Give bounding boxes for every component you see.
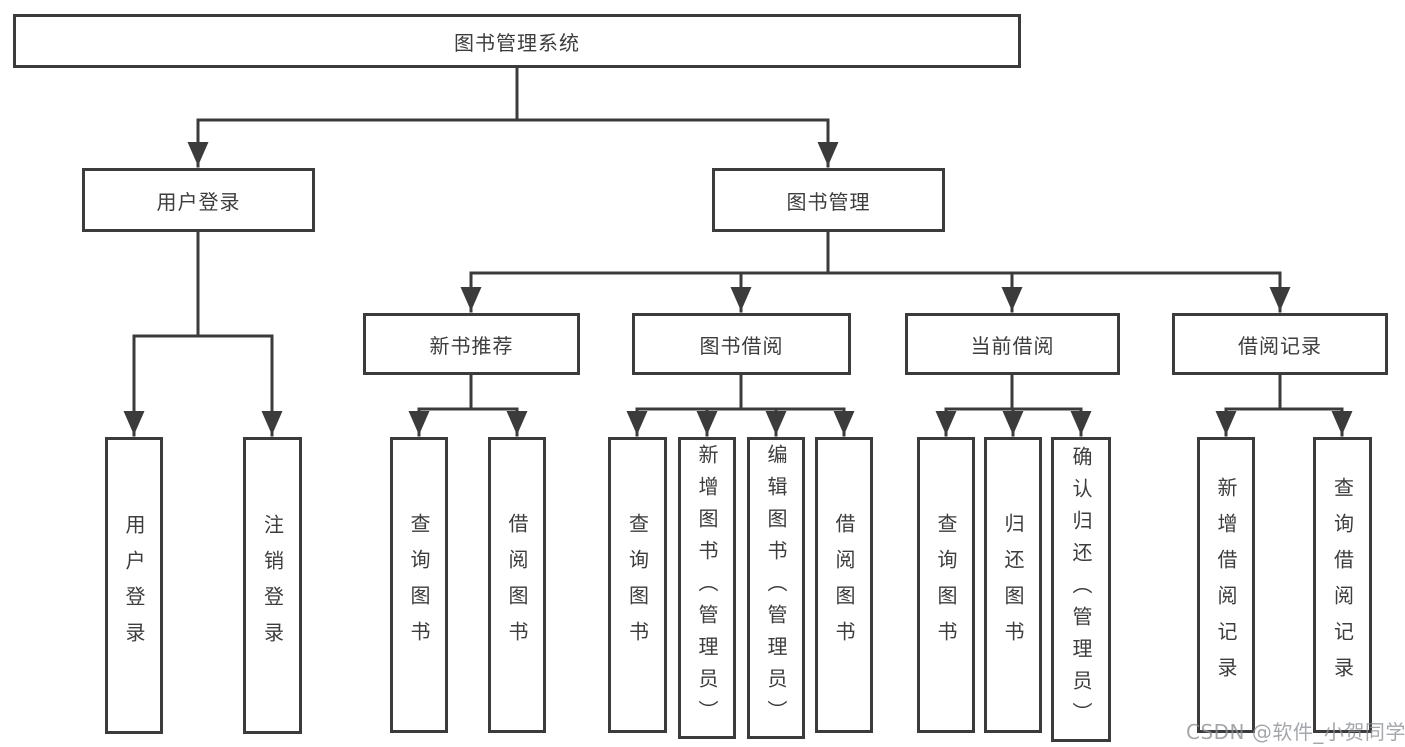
- node-label: 确认归还（管理员）: [1069, 445, 1093, 734]
- leaf-query-books-current: 查询图书: [917, 437, 975, 733]
- leaf-add-books-admin: 新增图书（管理员）: [678, 437, 736, 739]
- leaf-user-login: 用户登录: [105, 437, 163, 734]
- node-label: 注销登录: [260, 513, 285, 658]
- node-label: 新增图书（管理员）: [695, 444, 719, 732]
- leaf-borrow-books-recommend: 借阅图书: [488, 437, 546, 733]
- watermark-text: CSDN @软件_小贺同学: [1186, 720, 1405, 744]
- leaf-query-books-recommend: 查询图书: [390, 437, 448, 733]
- node-label: 归还图书: [1001, 513, 1025, 657]
- node-label: 图书管理: [786, 189, 871, 214]
- node-borrowing-records: 借阅记录: [1172, 313, 1388, 375]
- leaf-query-books-borrowing: 查询图书: [608, 437, 667, 733]
- leaf-add-borrow-record: 新增借阅记录: [1197, 437, 1255, 733]
- node-library-management-system: 图书管理系统: [13, 14, 1021, 68]
- node-label: 图书管理系统: [454, 30, 580, 55]
- node-label: 查询借阅记录: [1330, 477, 1355, 693]
- node-book-borrowing: 图书借阅: [632, 313, 851, 375]
- node-current-borrowing: 当前借阅: [905, 313, 1120, 375]
- node-label: 当前借阅: [970, 333, 1055, 358]
- leaf-edit-books-admin: 编辑图书（管理员）: [747, 437, 805, 739]
- node-label: 借阅图书: [505, 513, 529, 657]
- node-new-book-recommendation: 新书推荐: [363, 313, 580, 375]
- node-label: 用户登录: [122, 513, 146, 658]
- leaf-logout: 注销登录: [243, 437, 302, 734]
- node-label: 查询图书: [625, 513, 650, 657]
- node-label: 编辑图书（管理员）: [764, 444, 788, 732]
- leaf-borrow-books-borrowing: 借阅图书: [815, 437, 873, 733]
- leaf-return-books: 归还图书: [984, 437, 1042, 733]
- leaf-confirm-return-admin: 确认归还（管理员）: [1051, 437, 1111, 742]
- node-book-management: 图书管理: [712, 168, 945, 232]
- node-label: 用户登录: [156, 189, 241, 214]
- node-label: 借阅图书: [832, 513, 856, 657]
- node-label: 新增借阅记录: [1214, 477, 1238, 693]
- node-label: 查询图书: [407, 513, 431, 657]
- node-label: 图书借阅: [699, 333, 784, 358]
- leaf-query-borrow-record: 查询借阅记录: [1313, 437, 1372, 733]
- node-user-login: 用户登录: [82, 168, 315, 232]
- node-label: 查询图书: [934, 513, 958, 657]
- node-label: 新书推荐: [429, 333, 514, 358]
- node-label: 借阅记录: [1238, 333, 1322, 358]
